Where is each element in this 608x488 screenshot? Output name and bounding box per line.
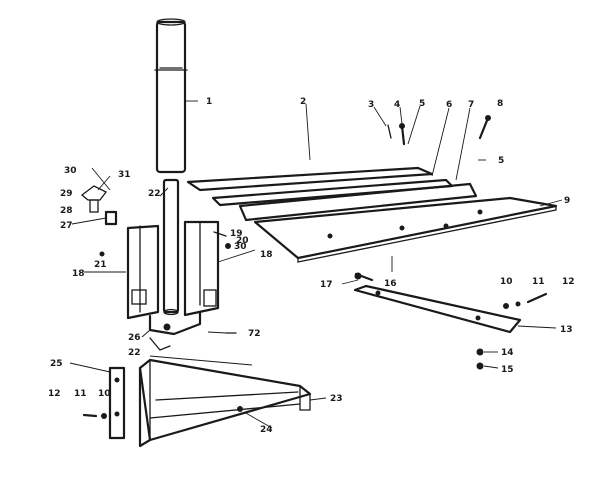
callout-16: 16 — [384, 279, 397, 289]
fastener-17 — [354, 272, 374, 282]
callout-18-right: 18 — [260, 250, 273, 260]
callout-2: 2 — [300, 97, 306, 107]
callout-25: 25 — [50, 359, 63, 369]
callout-29: 29 — [60, 189, 73, 199]
callout-9: 9 — [564, 196, 570, 206]
table-board-rear — [186, 166, 434, 192]
callout-6: 6 — [446, 100, 452, 110]
support-bracket-right — [183, 220, 220, 317]
fastener-20 — [225, 243, 231, 249]
fastener-10-left — [101, 413, 107, 419]
fastener-15 — [476, 362, 484, 370]
table-bracket — [353, 284, 522, 334]
fastener-19 — [213, 231, 227, 237]
callout-31: 31 — [118, 170, 131, 180]
callout-labels: 1 2 3 4 5 6 7 8 5 9 10 11 12 13 14 15 16… — [48, 97, 575, 435]
callout-21: 21 — [94, 260, 107, 270]
fastener-14 — [476, 348, 484, 356]
callout-24: 24 — [260, 425, 273, 435]
callout-12-left: 12 — [48, 389, 61, 399]
callout-3: 3 — [368, 100, 374, 110]
base-frame — [138, 358, 312, 448]
fastener-21 — [99, 251, 105, 257]
base-post — [149, 337, 171, 351]
callout-17: 17 — [320, 280, 333, 290]
leader-lines — [69, 100, 563, 429]
callout-12-right: 12 — [562, 277, 575, 287]
callout-11-left: 11 — [74, 389, 87, 399]
support-bracket-left — [126, 224, 160, 320]
bracket-base — [148, 310, 202, 336]
fastener-12-left — [82, 413, 98, 418]
table-board-front — [238, 182, 478, 222]
callout-28: 28 — [60, 206, 73, 216]
callout-7: 7 — [468, 100, 474, 110]
callout-30b: 30 — [234, 242, 247, 252]
callout-19: 19 — [230, 229, 243, 239]
callout-13: 13 — [560, 325, 573, 335]
fastener-12-right — [526, 292, 548, 304]
callout-27: 27 — [60, 221, 73, 231]
callout-18-left: 18 — [72, 269, 85, 279]
callout-22b: 22 — [128, 348, 141, 358]
callout-5b: 5 — [498, 156, 504, 166]
fastener-8 — [478, 115, 491, 140]
column-post — [162, 178, 180, 316]
callout-26: 26 — [128, 333, 141, 343]
callout-4: 4 — [394, 100, 400, 110]
base-leg-25 — [108, 366, 126, 440]
callout-14: 14 — [501, 348, 514, 358]
clamp-hardware — [80, 185, 118, 226]
callout-15: 15 — [501, 365, 514, 375]
fastener-3 — [387, 124, 392, 139]
callout-72: 72 — [248, 329, 261, 339]
callout-20: 20 — [236, 236, 249, 246]
callout-1: 1 — [206, 97, 212, 107]
callout-11-right: 11 — [532, 277, 545, 287]
fastener-4 — [399, 123, 406, 146]
callout-10-left: 10 — [98, 389, 111, 399]
callout-30a: 30 — [64, 166, 77, 176]
callout-10-right: 10 — [500, 277, 513, 287]
callout-8: 8 — [497, 99, 503, 109]
fastener-11-right — [515, 301, 521, 307]
callout-5a: 5 — [419, 99, 425, 109]
callout-22a: 22 — [148, 189, 161, 199]
callout-23: 23 — [330, 394, 343, 404]
column-tube — [154, 18, 188, 174]
main-table — [253, 196, 558, 263]
fastener-10-right — [503, 303, 509, 309]
